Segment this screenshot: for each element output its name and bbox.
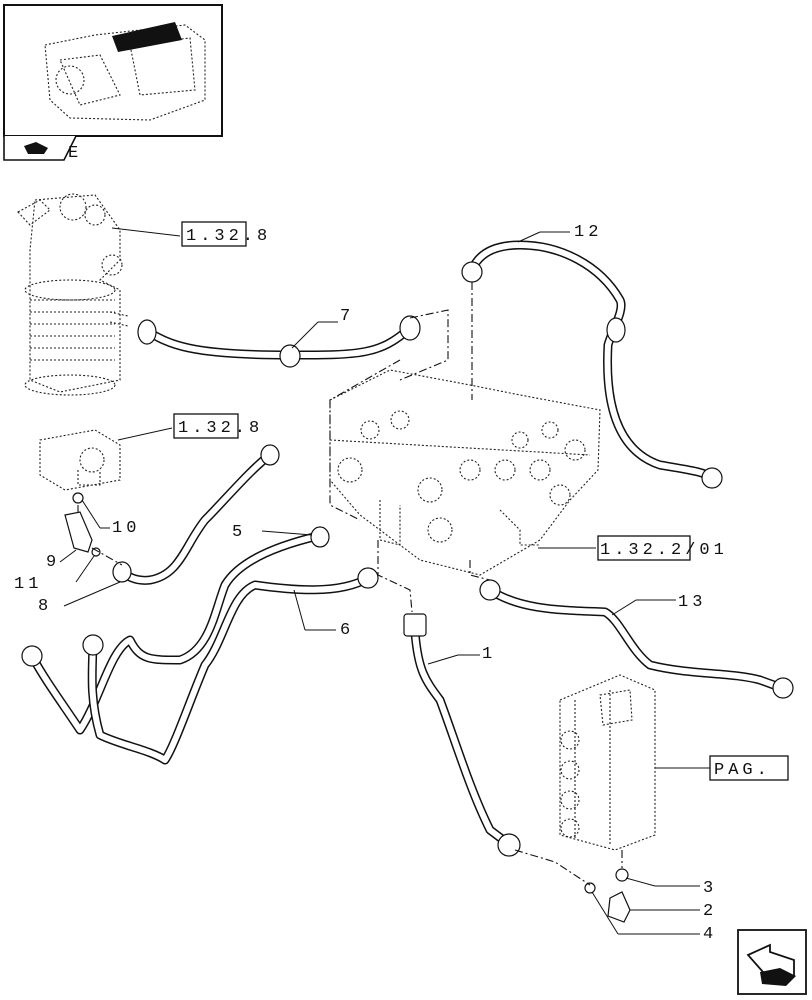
svg-text:1.32.8: 1.32.8 xyxy=(178,419,263,438)
callout-6: 6 xyxy=(340,621,354,640)
thumbnail-corner-label: E xyxy=(68,144,82,163)
callout-10: 10 xyxy=(112,519,140,538)
callout-11: 11 xyxy=(14,575,42,594)
callout-4: 4 xyxy=(703,925,717,944)
filter-assembly-drawing xyxy=(17,193,129,396)
callout-9: 9 xyxy=(46,553,60,572)
callouts: 7 12 10 5 9 11 8 6 13 1 3 2 4 xyxy=(14,223,717,944)
svg-text:PAG.: PAG. xyxy=(714,761,771,780)
thumbnail-transmission-drawing xyxy=(44,22,206,121)
reference-pag[interactable]: PAG. xyxy=(655,755,789,781)
small-fittings xyxy=(64,492,631,923)
pipes xyxy=(21,240,794,857)
svg-text:1.32.8: 1.32.8 xyxy=(186,227,271,246)
reference-valve[interactable]: 1.32.2/01 xyxy=(538,535,728,561)
assembly-lines xyxy=(77,282,623,886)
valve-stack-drawing xyxy=(559,674,656,851)
thumbnail-panel[interactable]: E xyxy=(3,4,223,163)
callout-13: 13 xyxy=(678,593,706,612)
tractor-icon xyxy=(24,142,48,154)
valve-block-drawing xyxy=(329,369,601,576)
solenoid-drawing xyxy=(39,429,121,491)
callout-3: 3 xyxy=(703,879,717,898)
reference-top[interactable]: 1.32.8 xyxy=(111,221,271,247)
callout-12: 12 xyxy=(574,223,602,242)
callout-7: 7 xyxy=(340,307,354,326)
svg-text:1.32.2/01: 1.32.2/01 xyxy=(600,541,728,560)
reference-mid[interactable]: 1.32.8 xyxy=(117,413,263,441)
callout-5: 5 xyxy=(232,523,246,542)
callout-1: 1 xyxy=(482,645,496,664)
callout-8: 8 xyxy=(38,597,52,616)
callout-2: 2 xyxy=(703,902,717,921)
next-page-arrow-icon[interactable] xyxy=(737,929,807,995)
thumbnail-tab: E xyxy=(3,135,82,163)
